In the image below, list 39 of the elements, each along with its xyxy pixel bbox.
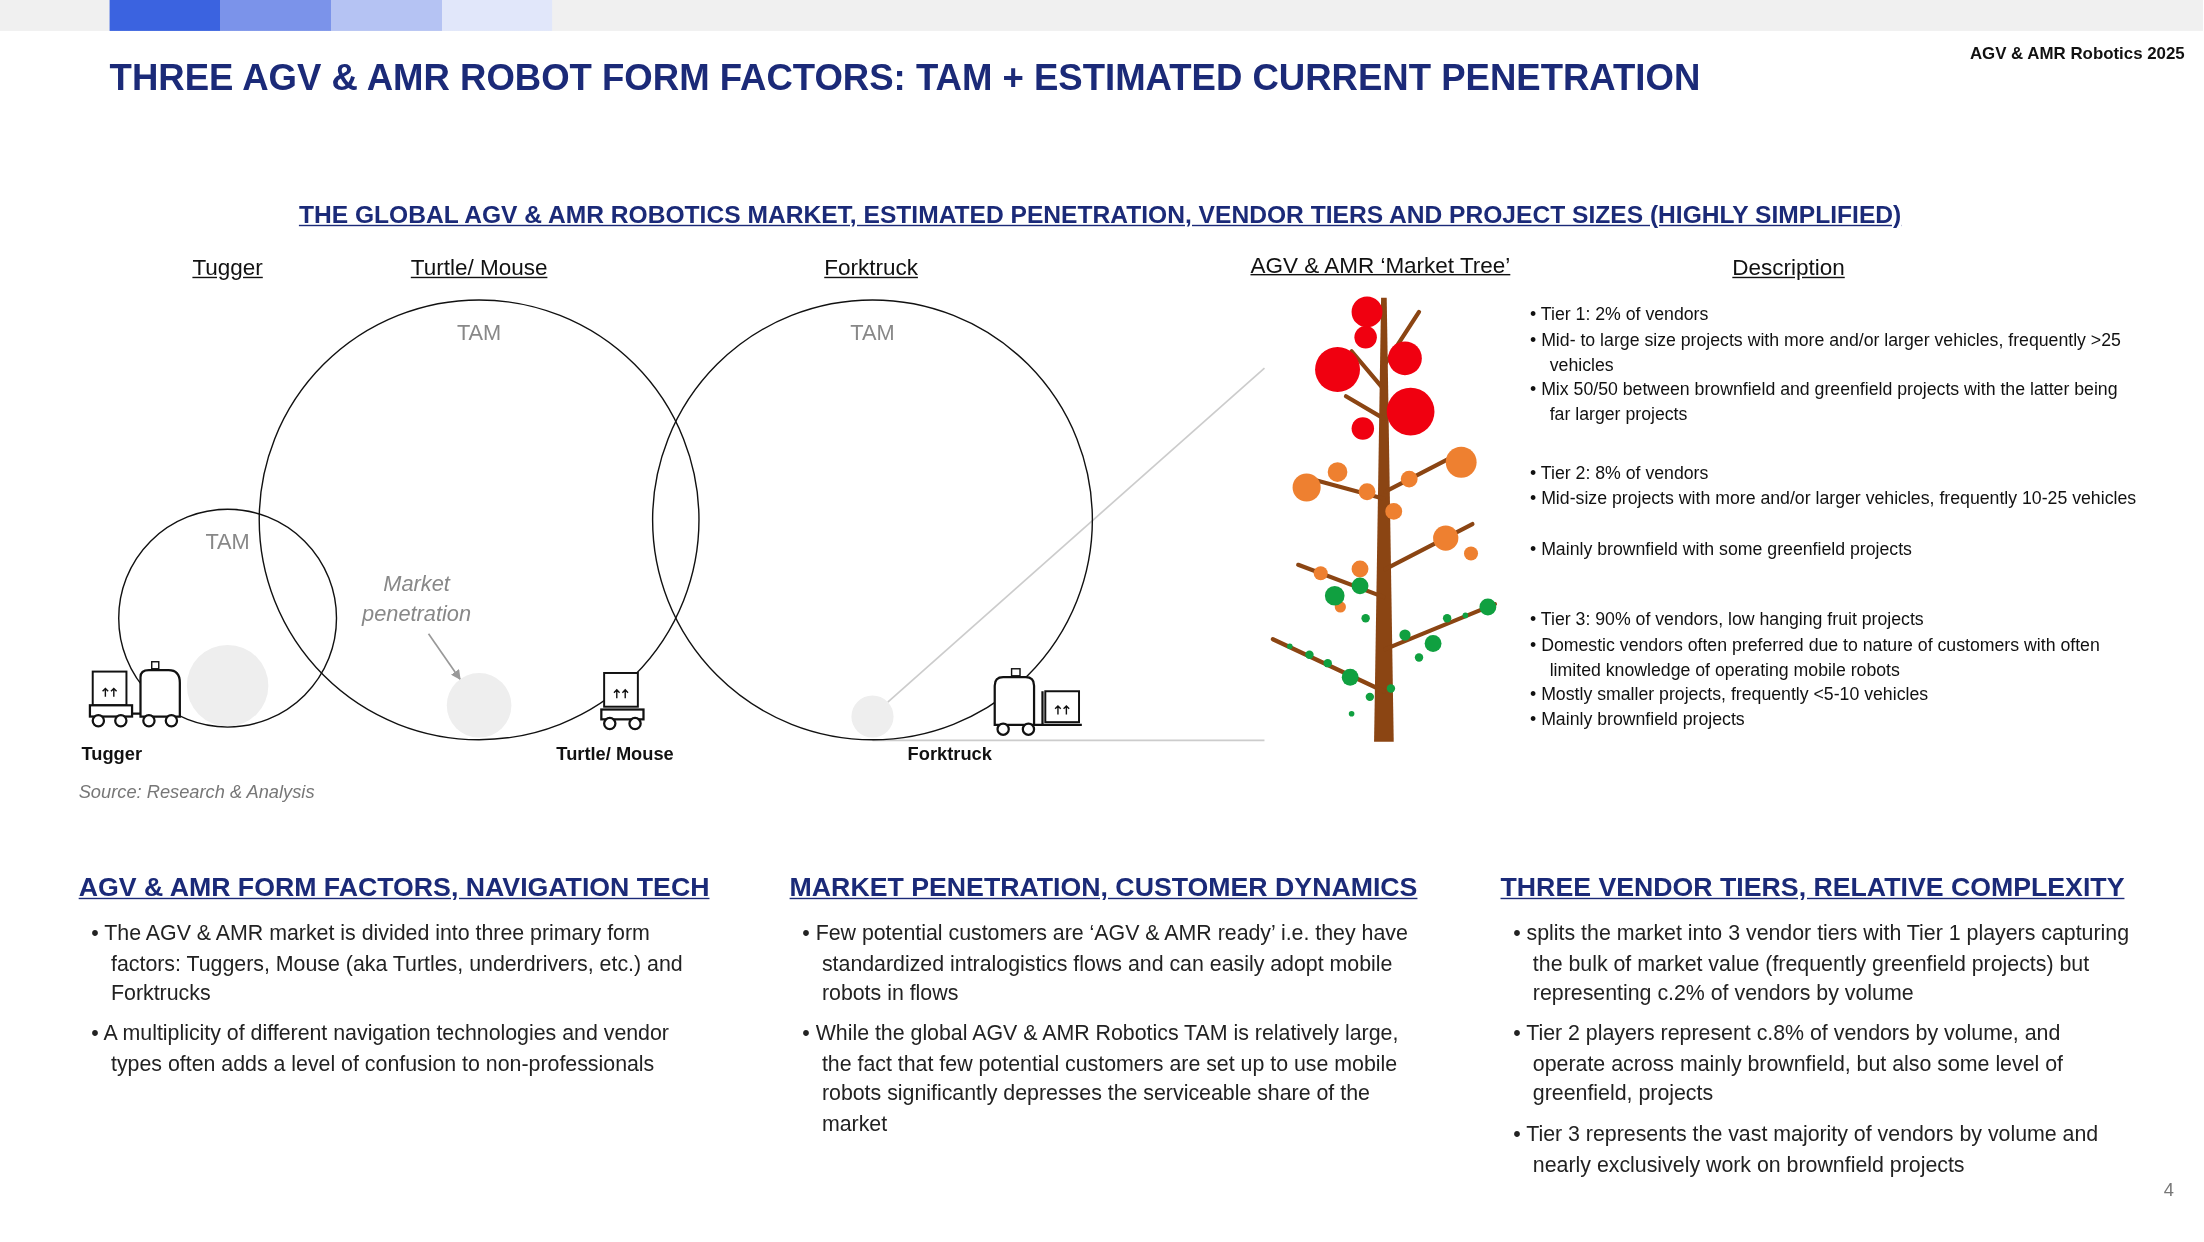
bullet-item: • Tier 2: 8% of vendors: [1529, 462, 1710, 486]
bullet-item: • splits the market into 3 vendor tiers with Tier 1 players capturing the bulk of market value (frequently greenfield projects) but representing c.2% of vendors by volume: [1512, 919, 2131, 1007]
page-number: 4: [2163, 1178, 2175, 1200]
bullet-item: • Mainly brownfield with some greenfield projects: [1529, 538, 1913, 562]
tam-label: TAM: [456, 320, 502, 346]
section-heading: THREE VENDOR TIERS, RELATIVE COMPLEXITY: [1500, 872, 2126, 904]
tam-label: TAM: [850, 320, 895, 346]
column-heading: AGV & AMR ‘Market Tree’: [1249, 252, 1512, 279]
annotation-text: Market penetration: [360, 570, 473, 628]
bullet-item: • Mid- to large size projects with more and/or larger vehicles, frequently >25 vehicles: [1529, 329, 2122, 377]
leader-arrow: [427, 632, 461, 680]
bullet-item: • While the global AGV & AMR Robotics TAM is relatively large, the fact that few potential customers are set up to use mobile robots significantly depresses the serviceable share of the market: [801, 1019, 1400, 1137]
bullet-item: • Mostly smaller projects, frequently <5-10 vehicles: [1529, 683, 1930, 706]
report-name: AGV & AMR Robotics 2025: [1968, 43, 2185, 64]
bullet-item: • Tier 2 players represent c.8% of vendors by volume, and operate across mainly brownfield, but also some level of greenfield, projects: [1512, 1019, 2064, 1107]
source-note: Source: Research & Analysis: [78, 781, 316, 803]
bullet-item: • Mid-size projects with more and/or larger vehicles, frequently 10-25 vehicles: [1529, 487, 2138, 511]
bullet-item: • Tier 3: 90% of vendors, low hanging fruit projects: [1529, 608, 1925, 632]
vehicle-label: Turtle/ Mouse: [556, 743, 675, 765]
bullet-item: • A multiplicity of different navigation technologies and vendor types often adds a level of confusion to non-professionals: [90, 1019, 670, 1078]
column-heading: Forktruck: [823, 255, 919, 281]
bullet-item: • Tier 3 represents the vast majority of vendors by volume and nearly exclusively work on brownfield projects: [1512, 1120, 2100, 1179]
column-heading: Tugger: [191, 255, 264, 281]
tam-label: TAM: [205, 529, 250, 555]
section-heading: AGV & AMR FORM FACTORS, NAVIGATION TECH: [78, 872, 711, 904]
bullet-item: • Mix 50/50 between brownfield and greenfield projects with the latter being far larger projects: [1529, 378, 2119, 426]
column-heading: Description: [1731, 255, 1846, 281]
slide-title: THREE AGV & AMR ROBOT FORM FACTORS: TAM + ESTIMATED CURRENT PENETRATION: [109, 56, 1702, 100]
vehicle-label: Forktruck: [907, 743, 993, 765]
bullet-item: • Domestic vendors often preferred due to nature of customers with often limited knowledge of operating mobile robots: [1529, 634, 2101, 682]
bullet-item: • Few potential customers are ‘AGV & AMR ready’ i.e. they have standardized intralogistics flows and can easily adopt mobile robots in flows: [801, 919, 1409, 1007]
section-heading: MARKET PENETRATION, CUSTOMER DYNAMICS: [789, 872, 1419, 904]
connector-line: [886, 367, 1266, 703]
vehicle-label: Tugger: [81, 743, 144, 765]
column-heading: Turtle/ Mouse: [409, 255, 549, 281]
section-heading: THE GLOBAL AGV & AMR ROBOTICS MARKET, ESTIMATED PENETRATION, VENDOR TIERS AND PROJECT SIZES (HIGHLY SIMPLIFIED): [297, 200, 1903, 231]
bullet-item: • The AGV & AMR market is divided into three primary form factors: Tuggers, Mouse (aka Turtles, underdrivers, etc.) and Forktrucks: [90, 919, 684, 1007]
bullet-item: • Mainly brownfield projects: [1529, 708, 1746, 732]
bullet-item: • Tier 1: 2% of vendors: [1529, 303, 1710, 327]
